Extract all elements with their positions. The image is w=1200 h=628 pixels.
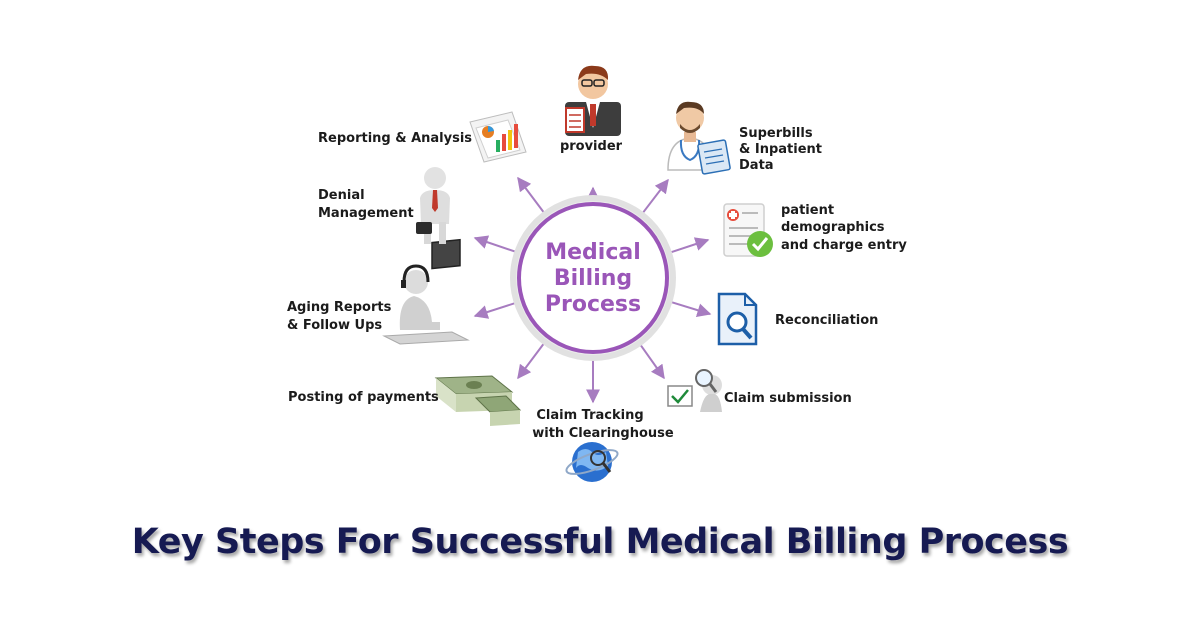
step-claim-tracking-line1: Claim Tracking bbox=[536, 408, 643, 423]
step-superbills-line1: Superbills bbox=[739, 126, 813, 141]
center-title-line1: Medical bbox=[545, 240, 641, 265]
connector-posting-payments bbox=[517, 339, 548, 380]
doctor-icon bbox=[565, 65, 621, 136]
step-reconciliation-label: Reconciliation bbox=[775, 313, 878, 328]
step-denial-management-line2: Management bbox=[318, 206, 414, 221]
step-reporting-analysis-label: Reporting & Analysis bbox=[318, 131, 472, 146]
medical-chart-icon bbox=[667, 101, 731, 175]
page-title: Key Steps For Successful Medical Billing… bbox=[131, 522, 1069, 562]
step-superbills-line2: & Inpatient bbox=[739, 142, 822, 157]
document-search-icon bbox=[717, 292, 758, 346]
connector-demographics bbox=[666, 237, 710, 255]
step-posting-payments-label: Posting of payments bbox=[288, 390, 439, 405]
billing-process-diagram: Medical Billing Process provider Superbi… bbox=[287, 65, 907, 482]
connector-superbills bbox=[639, 178, 669, 217]
report-charts-icon bbox=[469, 111, 527, 163]
step-demographics-line3: and charge entry bbox=[781, 238, 907, 253]
step-claim-tracking-line2: with Clearinghouse bbox=[532, 426, 674, 441]
step-demographics-line1: patient bbox=[781, 203, 834, 218]
step-demographics-line2: demographics bbox=[781, 220, 885, 235]
step-provider-label: provider bbox=[560, 139, 623, 154]
step-denial-management-line1: Denial bbox=[318, 188, 365, 203]
money-stack-icon bbox=[434, 375, 522, 426]
connector-claim-submission bbox=[637, 341, 665, 380]
center-title-line2: Billing bbox=[554, 266, 632, 291]
globe-search-icon bbox=[565, 442, 619, 482]
connector-reconciliation bbox=[667, 299, 712, 317]
businessman-icon bbox=[416, 167, 450, 244]
step-claim-submission-label: Claim submission bbox=[724, 391, 852, 406]
step-aging-reports-line1: Aging Reports bbox=[287, 300, 392, 315]
checklist-icon bbox=[723, 203, 773, 257]
center-node: Medical Billing Process bbox=[510, 195, 676, 361]
checkmark-magnifier-icon bbox=[667, 369, 722, 412]
connector-aging-reports bbox=[473, 300, 520, 319]
headset-computer-icon bbox=[382, 238, 470, 345]
step-aging-reports-line2: & Follow Ups bbox=[287, 318, 382, 333]
center-title-line3: Process bbox=[545, 292, 641, 317]
connector-reporting-analysis bbox=[517, 176, 548, 217]
connector-denial-management bbox=[473, 235, 520, 254]
step-superbills-line3: Data bbox=[739, 158, 774, 173]
